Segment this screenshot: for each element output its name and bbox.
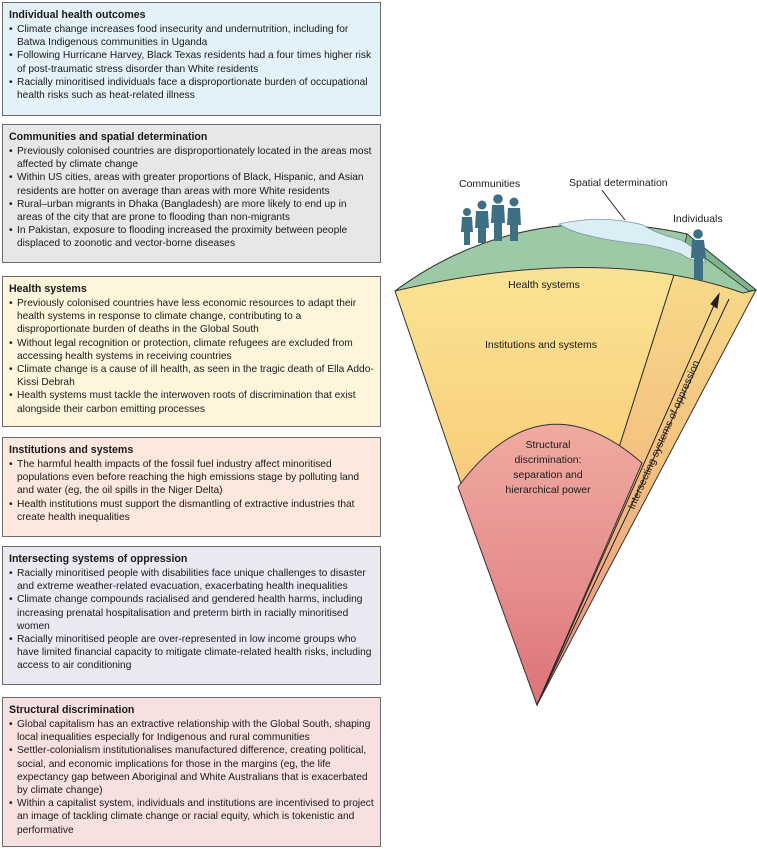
bullet-list: Previously colonised countries have less…: [9, 297, 374, 416]
box-title: Intersecting systems of oppression: [9, 553, 188, 565]
bullet-item: Global capitalism has an extractive rela…: [9, 718, 374, 744]
individuals-label: Individuals: [673, 213, 723, 225]
individual-figure: [691, 229, 706, 280]
bullet-item: Previously colonised countries have less…: [9, 297, 374, 337]
box-title: Structural discrimination: [9, 704, 135, 716]
bullet-item: Racially minoritised people are over-rep…: [9, 633, 374, 673]
bullet-list: The harmful health impacts of the fossil…: [9, 458, 374, 524]
box-title: Institutions and systems: [9, 444, 134, 456]
bullet-item: Without legal recognition or protection,…: [9, 337, 374, 363]
structural-label-line-2: discrimination:: [514, 454, 581, 466]
bullet-item: Racially minoritised people with disabil…: [9, 567, 374, 593]
bullet-item: Climate change is a cause of ill health,…: [9, 363, 374, 389]
bullet-item: Racially minoritised individuals face a …: [9, 76, 374, 102]
bullet-list: Racially minoritised people with disabil…: [9, 567, 374, 673]
box-title: Health systems: [9, 283, 87, 295]
bullet-item: Within a capitalist system, individuals …: [9, 797, 374, 837]
bullet-item: Rural–urban migrants in Dhaka (Banglades…: [9, 198, 374, 224]
box-title: Communities and spatial determination: [9, 131, 208, 143]
communities-label: Communities: [459, 178, 520, 190]
box-intersecting-systems-oppression: Intersecting systems of oppression Racia…: [2, 546, 381, 685]
bullet-list: Climate change increases food insecurity…: [9, 23, 374, 102]
bullet-item: Health systems must tackle the interwove…: [9, 389, 374, 415]
box-structural-discrimination: Structural discrimination Global capital…: [2, 697, 381, 847]
communities-figures: [461, 194, 521, 245]
bullet-item: In Pakistan, exposure to flooding increa…: [9, 224, 374, 250]
structural-label-line-1: Structural: [526, 439, 571, 451]
box-title: Individual health outcomes: [9, 9, 146, 21]
bullet-item: Following Hurricane Harvey, Black Texas …: [9, 49, 374, 75]
structural-core-region: [457, 423, 643, 707]
structural-label-line-4: hierarchical power: [505, 484, 591, 496]
box-communities-spatial-determination: Communities and spatial determination Pr…: [2, 124, 381, 263]
bullet-list: Previously colonised countries are dispr…: [9, 145, 374, 251]
box-institutions-systems: Institutions and systems The harmful hea…: [2, 437, 381, 537]
bullet-item: Settler-colonialism institutionalises ma…: [9, 744, 374, 797]
bullet-list: Global capitalism has an extractive rela…: [9, 718, 374, 837]
bullet-item: Climate change increases food insecurity…: [9, 23, 374, 49]
bullet-item: Within US cities, areas with greater pro…: [9, 171, 374, 197]
health-systems-label: Health systems: [508, 279, 580, 291]
bullet-item: Health institutions must support the dis…: [9, 498, 374, 524]
bullet-item: Climate change compounds racialised and …: [9, 593, 374, 633]
earth-wedge-diagram: Communities Spatial determination Indivi…: [394, 177, 757, 707]
oppression-arrows: [536, 292, 730, 706]
institutions-systems-label: Institutions and systems: [485, 339, 597, 351]
bullet-item: Previously colonised countries are dispr…: [9, 145, 374, 171]
spatial-determination-label: Spatial determination: [569, 177, 668, 189]
box-health-systems: Health systems Previously colonised coun…: [2, 276, 381, 427]
box-individual-health-outcomes: Individual health outcomes Climate chang…: [2, 2, 381, 116]
spatial-leader-line: [601, 189, 626, 221]
bullet-item: The harmful health impacts of the fossil…: [9, 458, 374, 498]
structural-label-line-3: separation and: [513, 469, 583, 481]
